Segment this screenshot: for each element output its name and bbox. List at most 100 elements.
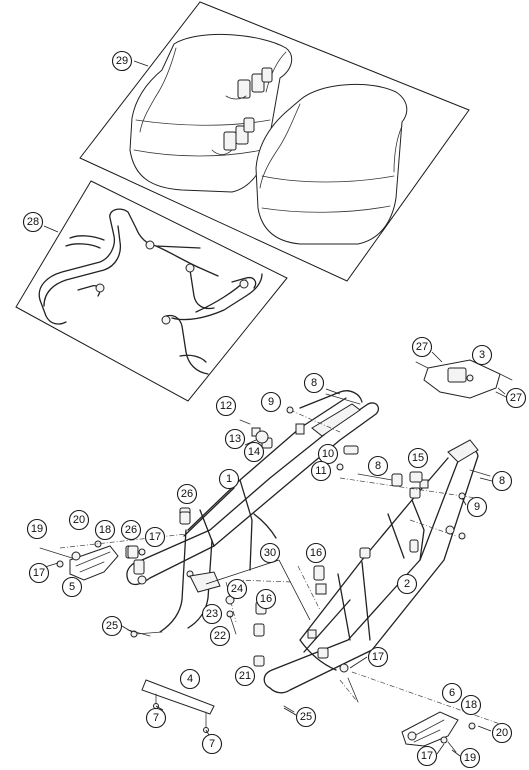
callout-25: 25	[295, 706, 317, 728]
callout-leaders	[121, 388, 493, 757]
plate-part-4	[141, 679, 215, 733]
carrier-kit-box	[15, 180, 288, 402]
callout-circle	[259, 542, 281, 564]
callout-circle	[22, 211, 44, 233]
callout-circle	[61, 576, 83, 598]
callout-number: 7	[209, 738, 215, 750]
callout-number: 9	[474, 501, 480, 513]
callout-17: 17	[144, 526, 166, 548]
callout-5: 5	[61, 576, 83, 598]
callout-number: 20	[73, 514, 85, 526]
left-side-case	[129, 34, 293, 193]
callout-number: 7	[153, 712, 159, 724]
callout-21: 21	[234, 665, 256, 687]
callout-number: 12	[220, 400, 232, 412]
callout-circle	[295, 706, 317, 728]
callout-number: 19	[31, 523, 43, 535]
callout-18: 18	[94, 519, 116, 541]
callout-28: 28	[22, 211, 44, 233]
callout-16: 16	[255, 588, 277, 610]
callout-30: 30	[259, 542, 281, 564]
callout-13: 13	[224, 428, 246, 450]
callout-circle	[101, 615, 123, 637]
callout-4: 4	[179, 668, 201, 690]
callout-circle	[310, 460, 332, 482]
callout-number: 29	[116, 55, 128, 67]
callout-number: 28	[27, 216, 39, 228]
callout-20: 20	[491, 722, 513, 744]
callout-number: 23	[206, 608, 218, 620]
callout-circle	[317, 443, 339, 465]
callout-number: 30	[264, 547, 276, 559]
callout-number: 27	[416, 341, 428, 353]
callout-number: 5	[69, 581, 75, 593]
callout-circle	[226, 578, 248, 600]
callout-number: 25	[106, 620, 118, 632]
callout-26: 26	[176, 483, 198, 505]
callout-circle	[407, 447, 429, 469]
callout-circle	[215, 395, 237, 417]
bracket-part-3	[415, 351, 513, 399]
callout-circle	[176, 483, 198, 505]
callout-20: 20	[68, 509, 90, 531]
callout-number: 24	[231, 583, 243, 595]
callout-number: 8	[311, 377, 317, 389]
callout-number: 15	[412, 452, 424, 464]
callout-8: 8	[303, 372, 325, 394]
callout-3: 3	[471, 344, 493, 366]
callout-number: 18	[99, 524, 111, 536]
callout-number: 16	[260, 593, 272, 605]
callout-1: 1	[218, 468, 240, 490]
callout-7: 7	[201, 733, 223, 755]
callout-number: 19	[464, 752, 476, 764]
callout-22: 22	[209, 625, 231, 647]
callout-number: 2	[404, 578, 410, 590]
callout-circle	[441, 682, 463, 704]
callout-2: 2	[396, 573, 418, 595]
callout-circle	[303, 372, 325, 394]
callout-number: 6	[449, 687, 455, 699]
callout-number: 8	[375, 460, 381, 472]
callout-24: 24	[226, 578, 248, 600]
assembly-axis-lines	[59, 409, 501, 725]
callout-circle	[471, 344, 493, 366]
callout-circle	[367, 455, 389, 477]
callout-number: 26	[181, 488, 193, 500]
callout-circle	[179, 668, 201, 690]
callout-number: 22	[214, 630, 226, 642]
callout-circle	[255, 588, 277, 610]
hardware-fasteners	[127, 393, 491, 713]
callout-circle	[28, 562, 50, 584]
callout-circle	[459, 747, 481, 769]
callout-number: 17	[372, 651, 384, 663]
callout-19: 19	[459, 747, 481, 769]
callout-25: 25	[101, 615, 123, 637]
foot-peg-bracket-part-5	[39, 540, 119, 581]
callout-circle	[491, 470, 513, 492]
callout-circle	[224, 428, 246, 450]
callout-number: 25	[300, 711, 312, 723]
callout-11: 11	[310, 460, 332, 482]
callout-19: 19	[26, 518, 48, 540]
callout-circle	[68, 509, 90, 531]
callout-number: 16	[310, 547, 322, 559]
right-side-case	[255, 84, 408, 245]
callout-17: 17	[367, 646, 389, 668]
callout-circle	[120, 519, 142, 541]
callout-circle	[416, 745, 438, 767]
callout-9: 9	[260, 391, 282, 413]
callout-17: 17	[416, 745, 438, 767]
callout-circle	[505, 387, 527, 409]
callout-number: 27	[510, 392, 522, 404]
callout-circle	[218, 468, 240, 490]
callout-9: 9	[466, 496, 488, 518]
callout-23: 23	[201, 603, 223, 625]
callout-circle	[466, 496, 488, 518]
callout-26: 26	[120, 519, 142, 541]
callout-8: 8	[367, 455, 389, 477]
callout-number: 20	[496, 727, 508, 739]
callout-17: 17	[28, 562, 50, 584]
callout-number: 14	[248, 446, 260, 458]
callout-10: 10	[317, 443, 339, 465]
callout-number: 1	[226, 473, 232, 485]
